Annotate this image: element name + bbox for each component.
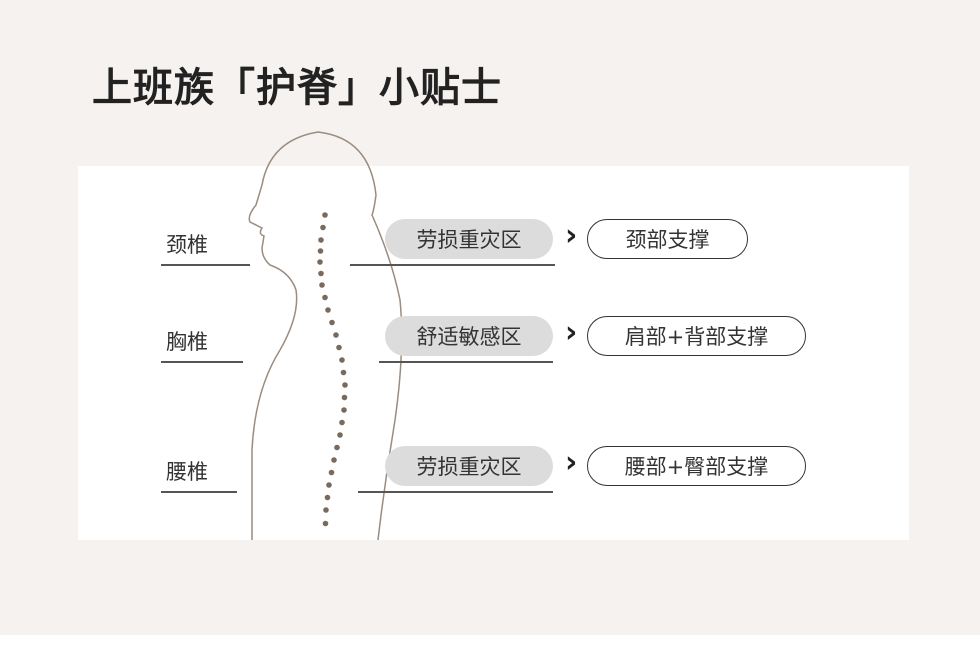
spine-dot <box>342 382 348 388</box>
spine-dot <box>323 507 329 513</box>
support-pill: 颈部支撑 <box>587 219 748 259</box>
spine-dot <box>333 332 339 338</box>
status-underline <box>379 361 553 363</box>
body-outline <box>248 131 403 541</box>
spine-dot <box>334 444 340 451</box>
spine-dot <box>319 282 325 288</box>
spine-dot <box>318 237 324 243</box>
spine-dot <box>341 407 347 413</box>
spine-dots <box>317 212 348 527</box>
support-pill: 腰部+臀部支撑 <box>587 446 806 486</box>
page-title: 上班族「护脊」小贴士 <box>92 64 502 111</box>
spine-dot <box>322 520 329 527</box>
status-pill: 劳损重灾区 <box>385 446 553 486</box>
spine-dot <box>320 224 326 231</box>
spine-dot <box>318 270 324 277</box>
support-pill: 肩部+背部支撑 <box>587 316 806 356</box>
chevron-right-icon: › <box>565 445 578 480</box>
label-underline <box>161 264 250 266</box>
status-underline <box>358 491 553 493</box>
spine-dot <box>329 319 335 326</box>
spine-dot <box>340 369 347 376</box>
status-pill: 舒适敏感区 <box>385 316 553 356</box>
spine-region-label: 胸椎 <box>166 330 208 354</box>
spine-dot <box>339 357 345 363</box>
spine-dot <box>317 248 324 254</box>
spine-dot <box>331 457 337 463</box>
spine-dot <box>328 469 335 476</box>
spine-region-label: 颈椎 <box>166 233 208 257</box>
spine-dot <box>337 432 343 438</box>
spine-dot <box>317 259 323 265</box>
spine-dot <box>341 394 348 401</box>
chevron-right-icon: › <box>565 315 578 350</box>
spine-dot <box>322 212 328 218</box>
status-underline <box>350 264 555 266</box>
spine-dot <box>336 344 342 351</box>
chevron-right-icon: › <box>565 218 578 253</box>
spine-dot <box>325 307 331 313</box>
spine-dot <box>339 419 345 426</box>
spine-dot <box>324 494 331 501</box>
spine-dot <box>326 482 332 488</box>
label-underline <box>161 491 237 493</box>
spine-region-label: 腰椎 <box>166 460 208 484</box>
status-pill: 劳损重灾区 <box>385 219 553 259</box>
spine-dot <box>322 294 328 301</box>
label-underline <box>161 361 243 363</box>
